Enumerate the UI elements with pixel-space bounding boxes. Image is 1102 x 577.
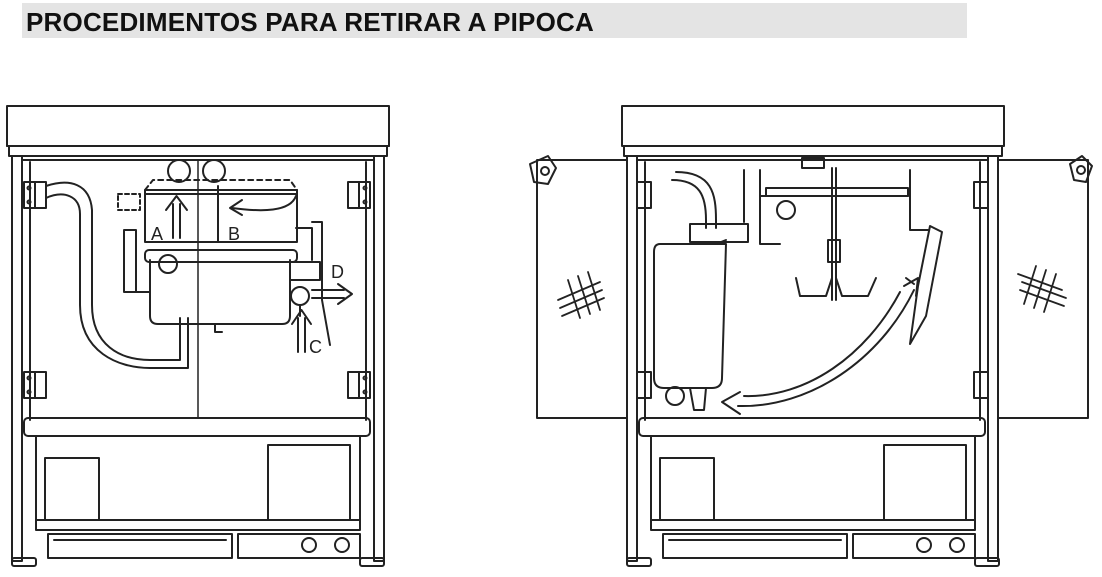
left-tube-outer xyxy=(45,181,181,361)
left-kettle-knob-1 xyxy=(167,159,191,183)
left-kettle-knob-2 xyxy=(202,159,226,183)
left-label-a: A xyxy=(151,224,163,244)
left-deck xyxy=(23,417,371,437)
left-foot-right xyxy=(359,557,385,567)
left-post-right xyxy=(373,155,385,562)
left-foot-left xyxy=(11,557,37,567)
right-bracket-left xyxy=(759,169,781,245)
left-arrow-c xyxy=(291,309,312,353)
left-label-d: D xyxy=(331,262,344,282)
right-foot-left xyxy=(626,557,652,567)
left-arrow-a xyxy=(165,195,188,239)
right-door-left-open xyxy=(529,155,628,419)
right-kettle-removed xyxy=(653,223,749,411)
title-bar: PROCEDIMENTOS PARA RETIRAR A PIPOCA xyxy=(22,3,967,38)
left-label-b: B xyxy=(228,224,240,244)
left-control-knob-1 xyxy=(301,537,317,553)
left-label-c: C xyxy=(309,337,322,357)
right-removal-arrow xyxy=(721,277,919,415)
left-hinge-bottom-right xyxy=(347,371,371,399)
hatch-mark-icon-right xyxy=(1017,265,1067,313)
left-top-canopy xyxy=(6,105,390,147)
left-arrow-d xyxy=(311,283,353,305)
right-control-knob-2 xyxy=(949,537,965,553)
right-post-left xyxy=(626,155,638,562)
right-foot-right xyxy=(974,557,1000,567)
right-kettle-lid-tilted xyxy=(909,225,943,345)
right-base-drawer xyxy=(662,533,848,559)
page-title: PROCEDIMENTOS PARA RETIRAR A PIPOCA xyxy=(26,7,594,37)
right-base-rail xyxy=(650,519,976,531)
right-cabinet-window-left xyxy=(659,457,715,521)
right-top-connector xyxy=(801,157,825,169)
left-post-left xyxy=(11,155,23,562)
left-kettle-lid xyxy=(144,189,298,243)
left-base-rail xyxy=(35,519,361,531)
left-control-panel xyxy=(237,533,361,559)
left-cabinet-window-right xyxy=(267,444,351,521)
right-control-panel xyxy=(852,533,976,559)
right-bracket-knob xyxy=(776,200,796,220)
left-kettle-handle-knob xyxy=(290,286,310,306)
left-control-knob-2 xyxy=(334,537,350,553)
right-top-canopy xyxy=(621,105,1005,147)
left-top-frame xyxy=(8,145,388,157)
right-door-right-open xyxy=(997,155,1093,419)
left-base-drawer xyxy=(47,533,233,559)
left-cabinet-window-left xyxy=(44,457,100,521)
right-post-right xyxy=(987,155,999,562)
right-control-knob-1 xyxy=(916,537,932,553)
left-arrow-b xyxy=(229,195,297,216)
left-hinge-bottom-left xyxy=(23,371,47,399)
left-hinge-top-left xyxy=(23,181,47,209)
left-kettle-body xyxy=(149,259,291,325)
right-popcorn-machine xyxy=(529,105,1093,567)
right-cabinet-window-right xyxy=(883,444,967,521)
left-latch-dashed xyxy=(117,193,141,211)
left-hinge-top-right xyxy=(347,181,371,209)
left-tube-inner xyxy=(45,193,189,369)
left-kettle-side-knob xyxy=(158,254,178,274)
hatch-mark-icon-left xyxy=(557,271,605,319)
right-deck xyxy=(638,417,986,437)
right-top-frame xyxy=(623,145,1003,157)
left-popcorn-machine: A B C D xyxy=(6,105,390,567)
